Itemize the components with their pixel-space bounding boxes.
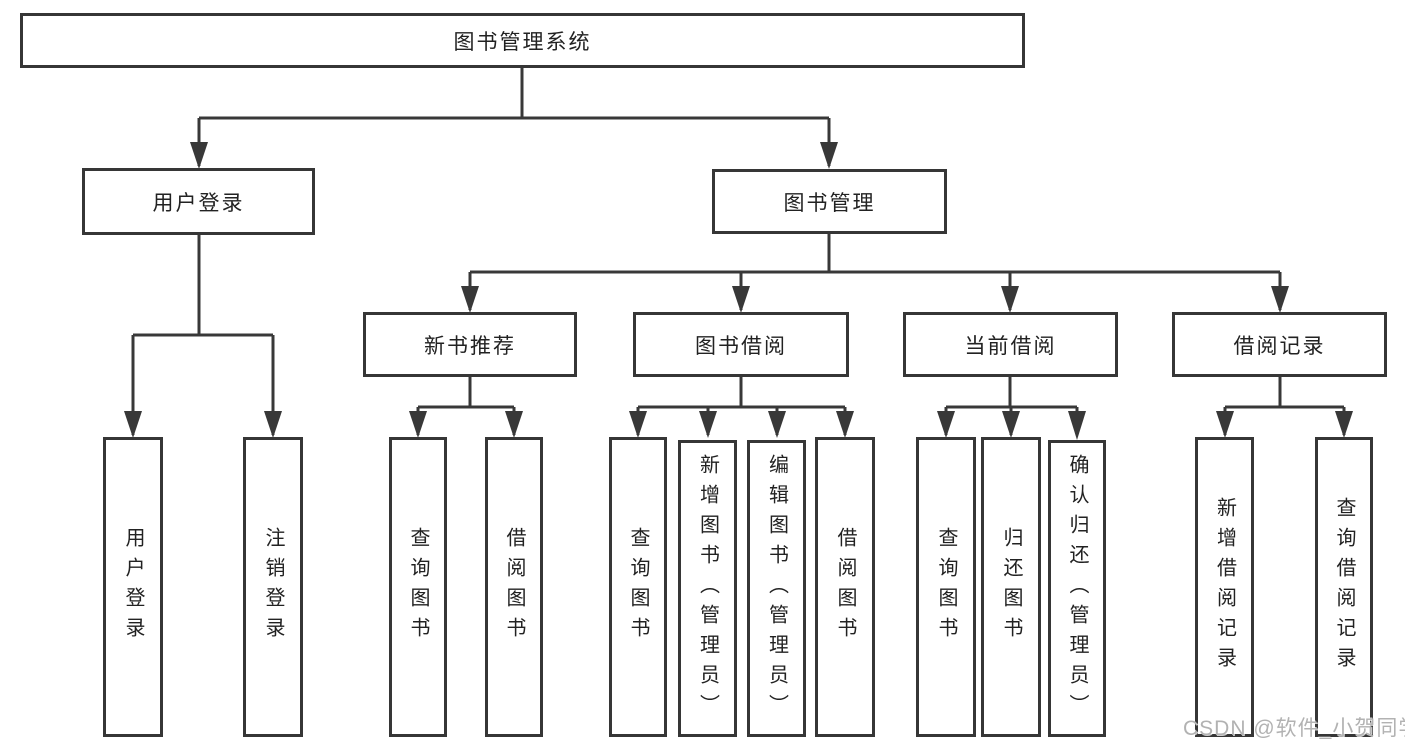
arrow-down-icon: [1002, 411, 1020, 438]
node-book-borrowing: 图书借阅: [633, 312, 849, 377]
leaf-borrow-query-books: 查询图书: [609, 437, 667, 737]
leaf-logout-label: 注销登录: [262, 527, 284, 647]
node-user-login: 用户登录: [82, 168, 315, 235]
arrow-down-icon: [124, 411, 142, 438]
node-book-management-label: 图书管理: [783, 191, 876, 215]
arrowheads: [124, 142, 1353, 440]
leaf-borrow-edit-books-admin-label: 编辑图书（管理员）: [765, 453, 788, 724]
arrow-down-icon: [768, 411, 786, 438]
leaf-recommend-borrow-books: 借阅图书: [485, 437, 543, 737]
node-book-management: 图书管理: [712, 169, 947, 234]
node-current-borrowing: 当前借阅: [903, 312, 1118, 377]
leaf-recommend-query-books: 查询图书: [389, 437, 447, 737]
arrow-down-icon: [1271, 286, 1289, 313]
leaf-recommend-borrow-books-label: 借阅图书: [503, 527, 525, 647]
arrow-down-icon: [732, 286, 750, 313]
arrow-down-icon: [190, 142, 208, 169]
leaf-recommend-query-books-label: 查询图书: [407, 527, 429, 647]
leaf-records-add-record-label: 新增借阅记录: [1213, 497, 1236, 677]
leaf-user-login: 用户登录: [103, 437, 163, 737]
leaf-logout: 注销登录: [243, 437, 303, 737]
arrow-down-icon: [820, 142, 838, 169]
arrow-down-icon: [505, 411, 523, 438]
leaf-current-confirm-return-admin: 确认归还（管理员）: [1048, 440, 1106, 737]
leaf-records-add-record: 新增借阅记录: [1195, 437, 1254, 737]
node-user-login-label: 用户登录: [152, 191, 245, 215]
arrow-down-icon: [1001, 286, 1019, 313]
arrow-down-icon: [461, 286, 479, 313]
arrow-down-icon: [1335, 411, 1353, 438]
node-borrowing-records: 借阅记录: [1172, 312, 1387, 377]
arrow-down-icon: [1216, 411, 1234, 438]
arrow-down-icon: [409, 411, 427, 438]
leaf-current-return-books: 归还图书: [981, 437, 1041, 737]
node-borrowing-records-label: 借阅记录: [1233, 334, 1326, 358]
node-book-borrowing-label: 图书借阅: [695, 334, 787, 358]
leaf-borrow-borrow-books: 借阅图书: [815, 437, 875, 737]
node-new-book-recommend: 新书推荐: [363, 312, 577, 377]
leaf-borrow-borrow-books-label: 借阅图书: [834, 527, 856, 647]
leaf-user-login-label: 用户登录: [122, 527, 144, 647]
arrow-down-icon: [699, 411, 717, 438]
leaf-borrow-add-books-admin-label: 新增图书（管理员）: [696, 453, 719, 724]
node-root-label: 图书管理系统: [453, 30, 592, 54]
connector-stems: [131, 68, 1346, 435]
arrow-down-icon: [629, 411, 647, 438]
leaf-borrow-add-books-admin: 新增图书（管理员）: [678, 440, 737, 737]
node-new-book-recommend-label: 新书推荐: [424, 334, 516, 358]
arrow-down-icon: [937, 411, 955, 438]
csdn-watermark: CSDN @软件_小贺同学: [1183, 717, 1405, 740]
leaf-current-return-books-label: 归还图书: [1000, 527, 1022, 647]
leaf-current-query-books: 查询图书: [916, 437, 976, 737]
leaf-borrow-query-books-label: 查询图书: [627, 527, 649, 647]
arrow-down-icon: [836, 411, 854, 438]
leaf-borrow-edit-books-admin: 编辑图书（管理员）: [747, 440, 806, 737]
leaf-current-confirm-return-admin-label: 确认归还（管理员）: [1066, 453, 1088, 724]
node-root: 图书管理系统: [20, 13, 1025, 68]
arrow-down-icon: [264, 411, 282, 438]
arrow-down-icon: [1068, 411, 1086, 440]
node-current-borrowing-label: 当前借阅: [964, 334, 1057, 358]
leaf-records-query-record: 查询借阅记录: [1315, 437, 1373, 737]
leaf-records-query-record-label: 查询借阅记录: [1333, 497, 1355, 677]
leaf-current-query-books-label: 查询图书: [935, 527, 957, 647]
